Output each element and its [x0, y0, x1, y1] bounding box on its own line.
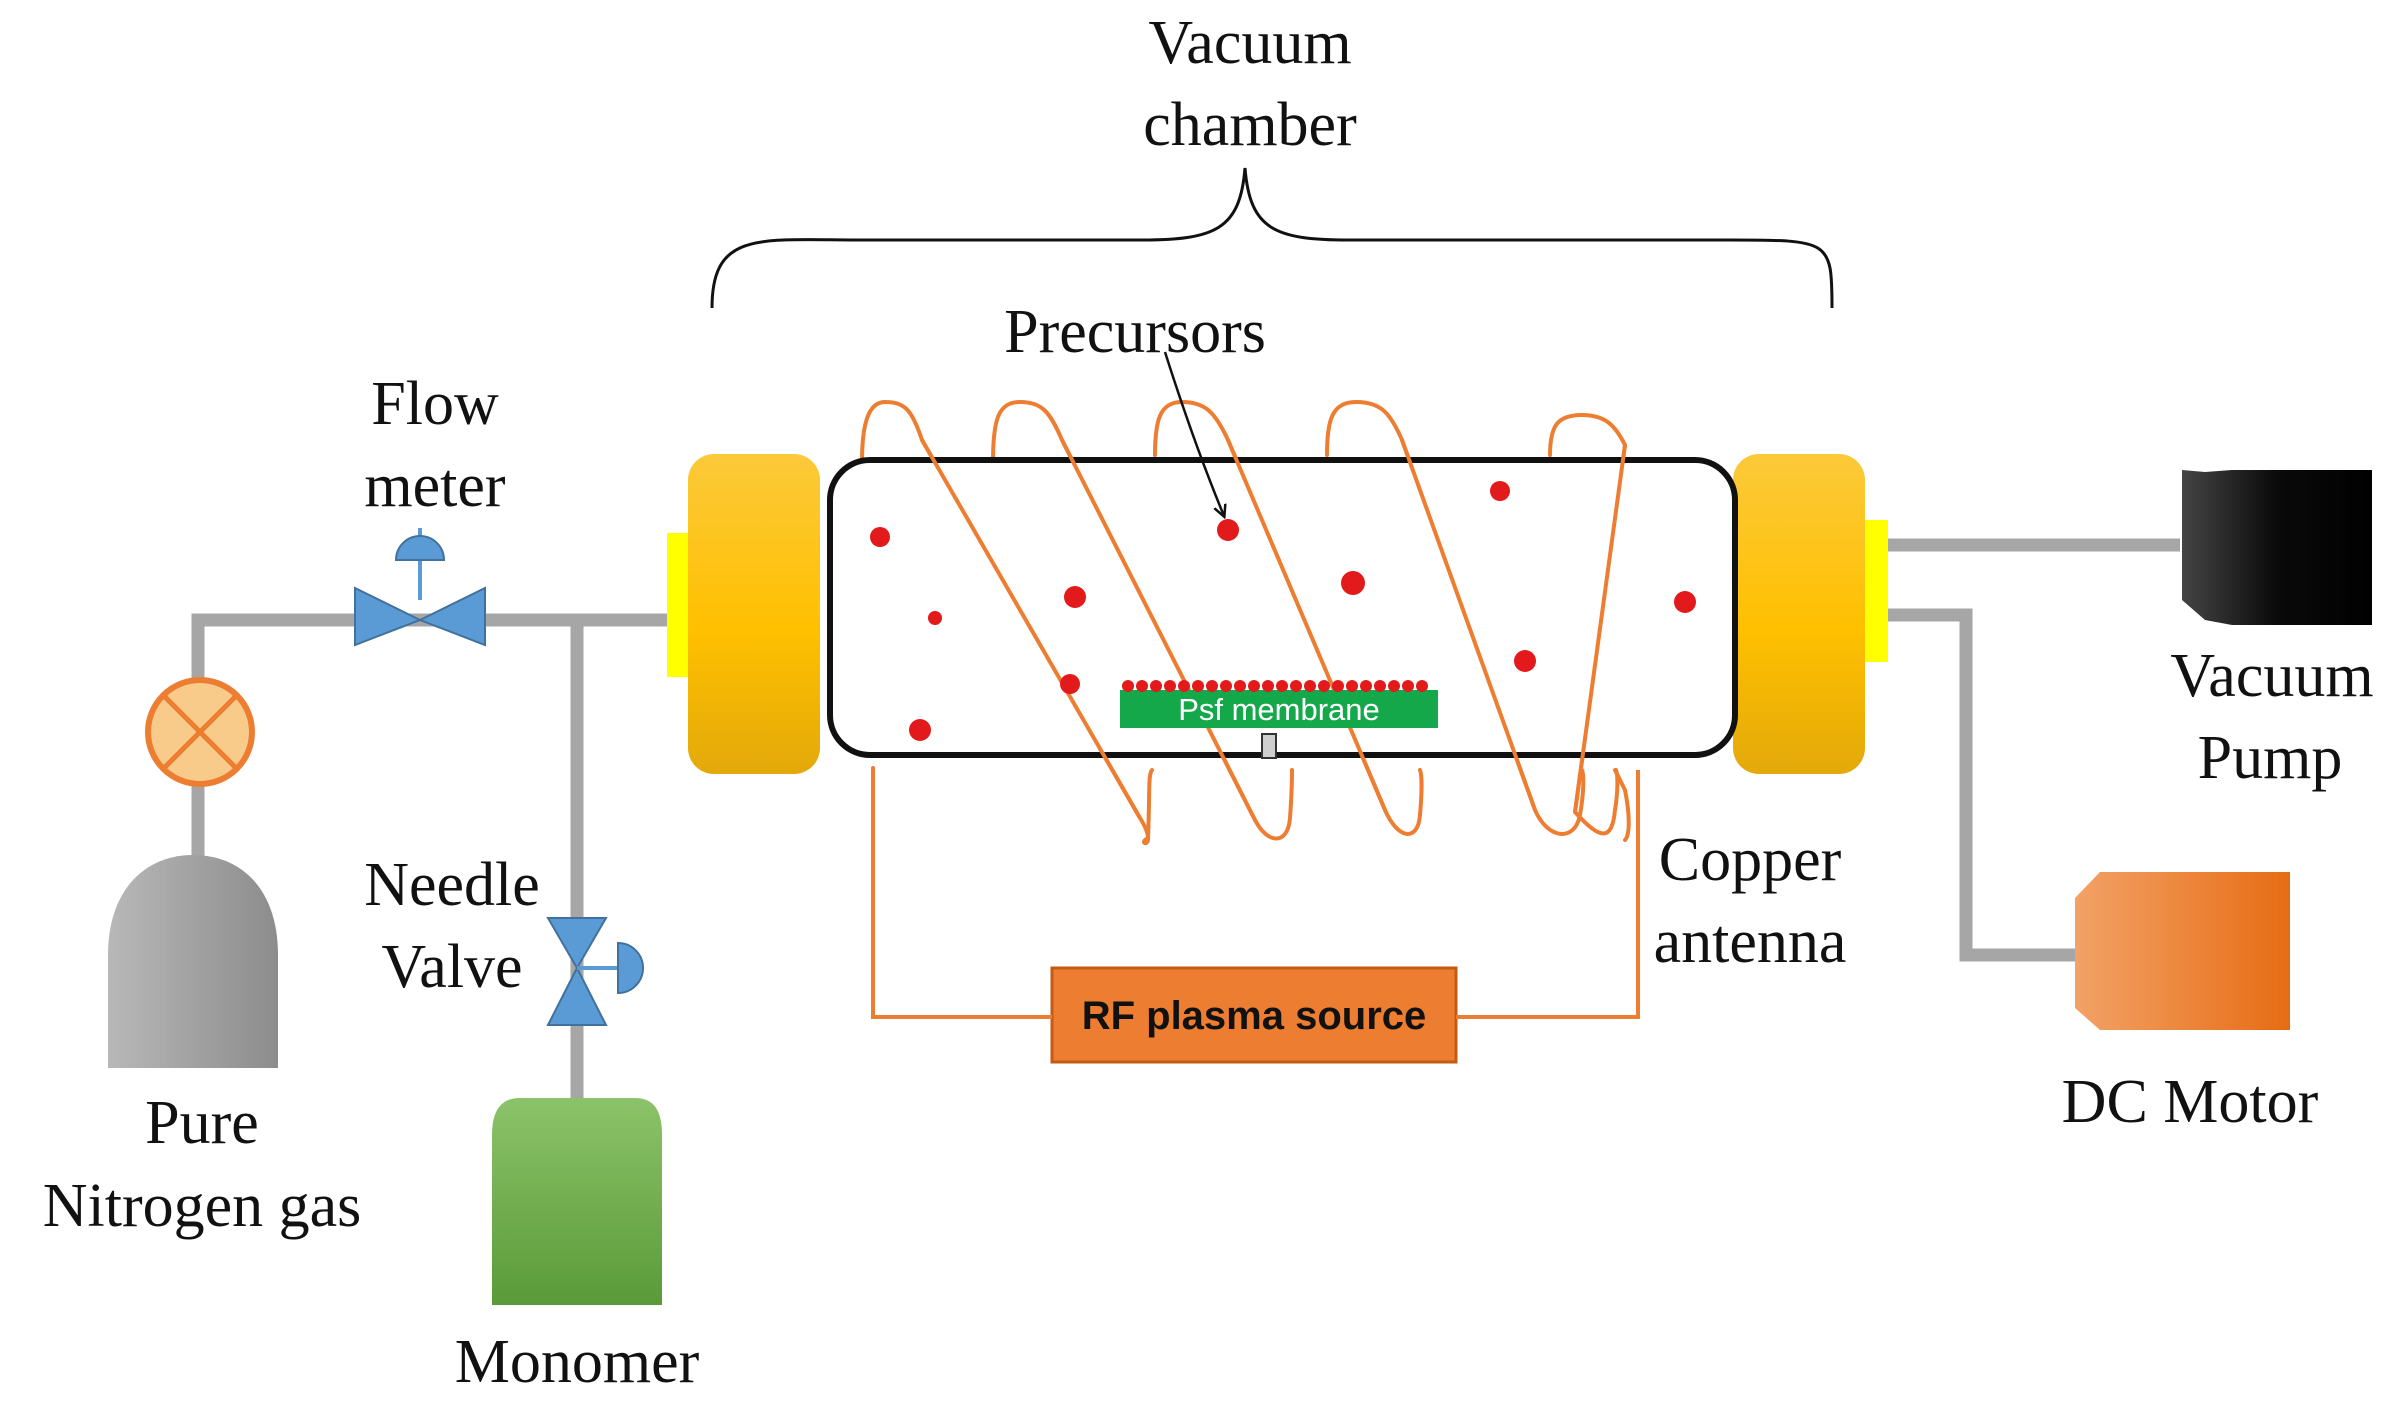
vacuum-chamber-label-line2: chamber — [1143, 91, 1357, 159]
rf-lead-right — [1456, 770, 1640, 1019]
rf-plasma-source-box — [1050, 966, 1458, 1064]
copper-antenna-label-line1: Copper — [1659, 826, 1842, 894]
left-flange — [688, 454, 820, 774]
nitrogen-label-line1: Pure — [145, 1089, 259, 1157]
precursors-arrow — [1163, 351, 1224, 516]
rf-lead-left — [871, 768, 1052, 1019]
vacuum-chamber-tube — [827, 457, 1738, 758]
psf-membrane-label: Psf membrane — [1178, 692, 1380, 727]
nitrogen-cylinder — [108, 855, 278, 1068]
right-flange — [1733, 454, 1865, 774]
flow-meter-label-line1: Flow — [371, 370, 499, 438]
monomer-label: Monomer — [455, 1328, 700, 1396]
flow-meter-label-line2: meter — [364, 452, 505, 520]
copper-antenna-label-line2: antenna — [1654, 908, 1847, 976]
needle-valve-actuator — [617, 941, 644, 995]
psf-membrane — [1120, 690, 1438, 728]
precursors-label: Precursors — [1004, 298, 1266, 366]
needle-valve-label-line1: Needle — [364, 851, 540, 919]
dc-motor-line — [1880, 608, 2080, 962]
vacuum-pump — [2182, 470, 2372, 625]
vacuum-chamber-label-line1: Vacuum — [1148, 9, 1351, 77]
needle-valve — [546, 917, 644, 1026]
deposited-precursor-layer — [1122, 680, 1428, 692]
nitrogen-regulator-gauge — [145, 677, 255, 787]
flow-meter-actuator — [394, 535, 446, 561]
nitrogen-label-line2: Nitrogen gas — [43, 1172, 362, 1240]
vacuum-pump-label-line1: Vacuum — [2170, 642, 2373, 710]
dc-motor — [2075, 872, 2290, 1030]
right-flange-connector — [1862, 520, 1888, 662]
dc-motor-label: DC Motor — [2062, 1068, 2319, 1136]
vacuum-chamber-brace — [710, 167, 1834, 309]
precursor-particles — [870, 481, 1696, 741]
rf-plasma-source-label: RF plasma source — [1082, 994, 1427, 1038]
membrane-holder-post — [1261, 733, 1277, 759]
monomer-cylinder — [492, 1098, 662, 1305]
flow-meter-valve — [354, 528, 486, 647]
copper-antenna-coil-front — [920, 438, 1627, 822]
needle-valve-label-line2: Valve — [381, 933, 522, 1001]
vacuum-pump-label-line2: Pump — [2198, 724, 2343, 792]
nitrogen-line — [191, 613, 672, 870]
